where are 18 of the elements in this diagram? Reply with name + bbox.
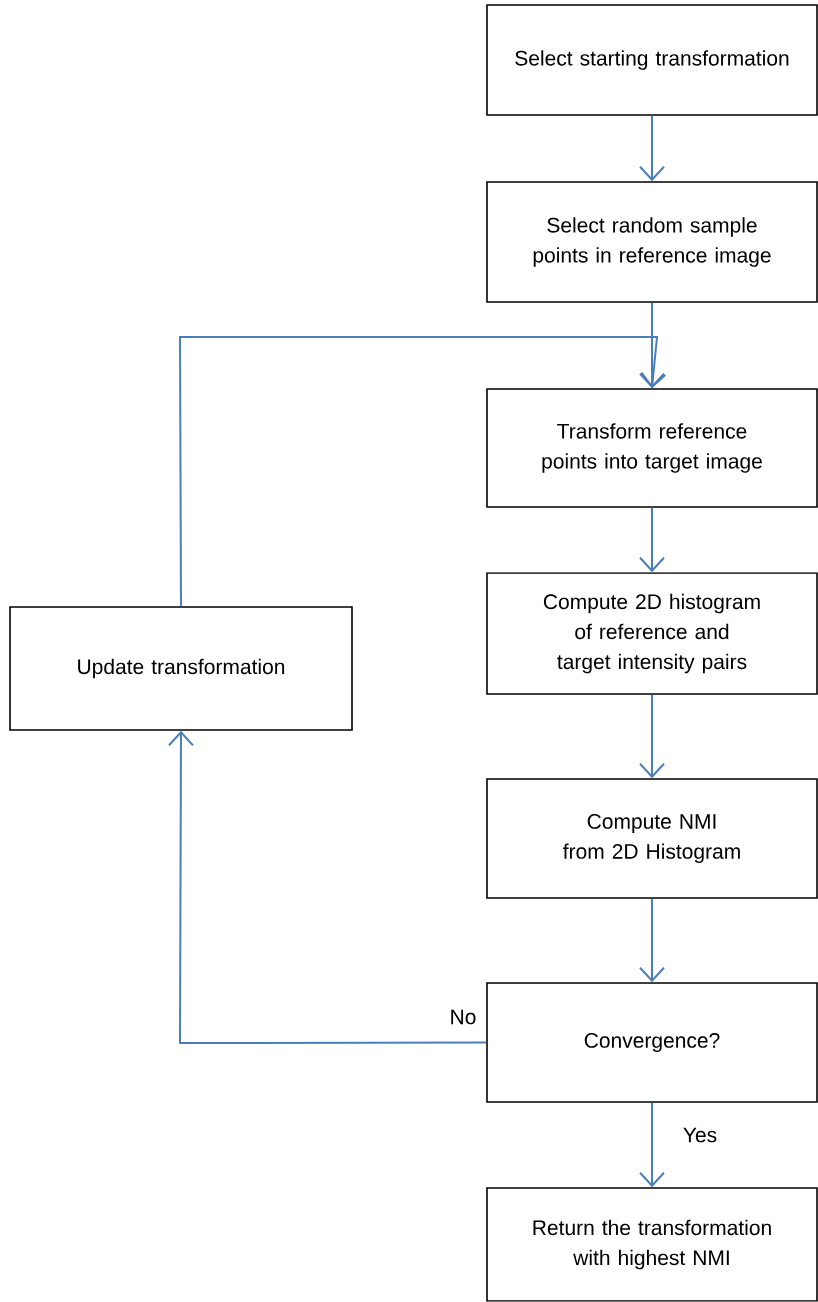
arrow (167, 730, 488, 1044)
process-box: Update transformation (9, 606, 353, 731)
process-box: Transform reference points into target image (486, 388, 818, 508)
arrow (639, 1101, 665, 1188)
arrow (639, 301, 665, 389)
arrow (639, 897, 665, 983)
edge-label: No (447, 1007, 479, 1027)
arrow (639, 506, 665, 573)
arrow (179, 336, 667, 608)
process-box: Return the transformation with highest NMI (486, 1187, 818, 1302)
process-box: Convergence? (486, 982, 818, 1103)
edge-label: Yes (680, 1125, 720, 1145)
process-box: Select random sample points in reference image (486, 181, 818, 303)
process-box: Compute NMI from 2D Histogram (486, 778, 818, 899)
process-box: Compute 2D histogram of reference and target intensity pairs (486, 572, 818, 695)
arrow (639, 114, 665, 182)
arrow (639, 693, 665, 779)
process-box: Select starting transformation (486, 4, 818, 116)
